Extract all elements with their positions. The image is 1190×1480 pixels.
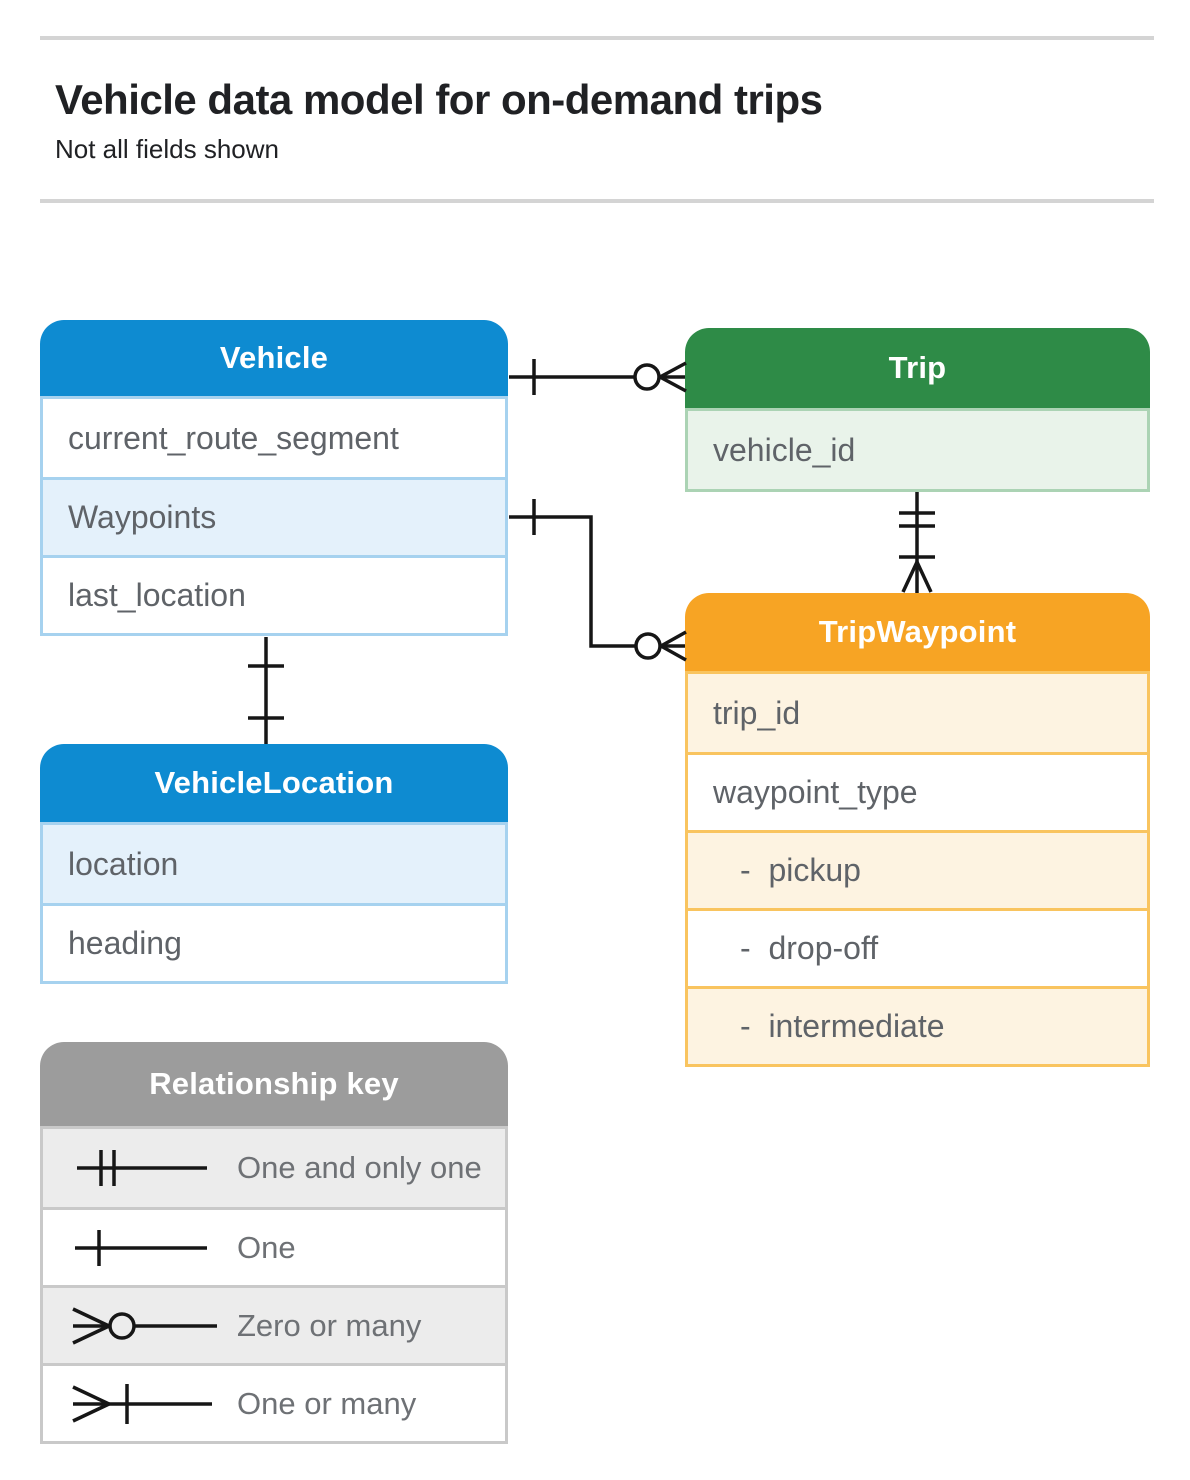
legend-label: Zero or many	[237, 1307, 422, 1343]
field-label: - drop-off	[740, 930, 879, 966]
legend-label: One or many	[237, 1385, 417, 1421]
field-row-waypoint-type: waypoint_type	[688, 752, 1147, 830]
entity-vehicle: Vehicle current_route_segment Waypoints …	[40, 320, 508, 636]
one-and-only-one-icon	[77, 1150, 207, 1186]
relationship-key: Relationship key One and only one One	[40, 1042, 508, 1444]
entity-vehicle-location-title: VehicleLocation	[154, 765, 394, 800]
page-subtitle: Not all fields shown	[55, 134, 279, 164]
entity-vehicle-location: VehicleLocation location heading	[40, 744, 508, 984]
entity-trip-waypoint: TripWaypoint trip_id waypoint_type - pic…	[685, 593, 1150, 1067]
connector-trip-tripwaypoint	[899, 492, 935, 593]
legend-row-one: One	[43, 1207, 505, 1285]
legend-row-one-and-only-one: One and only one	[43, 1129, 505, 1207]
relationship-key-body: One and only one One Zero or many	[40, 1126, 508, 1444]
one-icon	[75, 1229, 207, 1266]
zero-or-many-icon	[72, 1306, 217, 1345]
field-row-last-location: last_location	[43, 555, 505, 633]
field-label: current_route_segment	[68, 419, 399, 456]
entity-trip-waypoint-body: trip_id waypoint_type - pickup - drop-of…	[685, 671, 1150, 1067]
field-label: heading	[68, 925, 182, 961]
entity-vehicle-header: Vehicle	[40, 320, 508, 396]
entity-vehicle-body: current_route_segment Waypoints last_loc…	[40, 396, 508, 636]
legend-row-zero-or-many: Zero or many	[43, 1285, 505, 1363]
field-label: trip_id	[713, 694, 801, 731]
field-row-location: location	[43, 825, 505, 903]
field-row-trip-id: trip_id	[688, 674, 1147, 752]
entity-vehicle-location-header: VehicleLocation	[40, 744, 508, 822]
connector-vehicle-vehiclelocation	[248, 637, 284, 744]
field-row-drop-off: - drop-off	[688, 908, 1147, 986]
entity-vehicle-title: Vehicle	[219, 340, 329, 375]
field-row-intermediate: - intermediate	[688, 986, 1147, 1064]
relationship-key-header: Relationship key	[40, 1042, 508, 1126]
field-row-current-route-segment: current_route_segment	[43, 399, 505, 477]
connector-vehicle-trip	[509, 359, 687, 395]
entity-trip-waypoint-title: TripWaypoint	[818, 614, 1017, 649]
connector-waypoints-tripwaypoint	[509, 499, 687, 662]
legend-label: One	[237, 1229, 296, 1265]
field-label: last_location	[68, 577, 246, 613]
entity-vehicle-location-body: location heading	[40, 822, 508, 984]
field-row-pickup: - pickup	[688, 830, 1147, 908]
field-label: location	[68, 845, 179, 882]
entity-trip-body: vehicle_id	[685, 408, 1150, 492]
field-label: Waypoints	[68, 499, 217, 535]
field-label: - intermediate	[740, 1008, 945, 1044]
entity-trip-title: Trip	[888, 350, 947, 385]
entity-trip-header: Trip	[685, 328, 1150, 408]
field-row-vehicle-id: vehicle_id	[688, 411, 1147, 489]
entity-trip-waypoint-header: TripWaypoint	[685, 593, 1150, 671]
field-label: waypoint_type	[713, 774, 918, 810]
page-title: Vehicle data model for on-demand trips	[55, 76, 823, 123]
one-or-many-icon	[72, 1383, 212, 1424]
legend-label: One and only one	[237, 1150, 482, 1185]
subtitle-divider	[40, 199, 1154, 203]
legend-row-one-or-many: One or many	[43, 1363, 505, 1441]
relationship-key-title: Relationship key	[149, 1066, 399, 1101]
field-row-heading: heading	[43, 903, 505, 981]
field-label: vehicle_id	[713, 431, 856, 468]
entity-trip: Trip vehicle_id	[685, 328, 1150, 492]
field-label: - pickup	[740, 852, 861, 888]
field-row-waypoints: Waypoints	[43, 477, 505, 555]
top-divider	[40, 36, 1154, 40]
